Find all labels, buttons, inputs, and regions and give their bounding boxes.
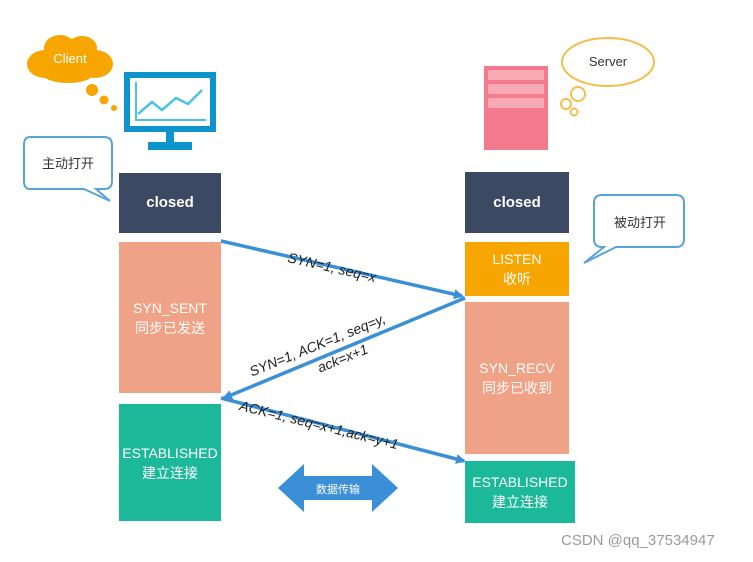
data-transfer-arrow-icon bbox=[278, 464, 398, 512]
server-rack-icon bbox=[484, 66, 548, 150]
server-syn-recv-state: SYN_RECV 同步已收到 bbox=[465, 302, 569, 454]
client-label: Client bbox=[53, 51, 87, 66]
server-established-state: ESTABLISHED 建立连接 bbox=[465, 461, 575, 523]
client-established-label: ESTABLISHED bbox=[122, 444, 218, 461]
client-syn-sent-label: SYN_SENT bbox=[133, 299, 207, 316]
syn-arrow bbox=[220, 239, 464, 300]
server-listen-label: LISTEN bbox=[492, 251, 542, 267]
syn-ack-arrow bbox=[222, 296, 466, 400]
server-closed-state: closed bbox=[465, 172, 569, 233]
data-transfer-label: 数据传输 bbox=[316, 484, 360, 496]
client-callout: 主动打开 bbox=[41, 156, 94, 171]
client-established-state: ESTABLISHED 建立连接 bbox=[119, 404, 221, 521]
server-listen-sublabel: 收听 bbox=[503, 271, 531, 287]
client-closed-label: closed bbox=[146, 194, 194, 211]
client-monitor-icon bbox=[124, 72, 216, 150]
ack-arrow bbox=[220, 396, 466, 464]
server-syn-recv-sublabel: 同步已收到 bbox=[482, 380, 552, 396]
client-syn-sent-state: SYN_SENT 同步已发送 bbox=[119, 242, 221, 393]
server-label: Server bbox=[588, 54, 628, 69]
server-callout-bubble bbox=[583, 194, 685, 264]
client-established-sublabel: 建立连接 bbox=[142, 464, 198, 481]
server-established-label: ESTABLISHED bbox=[472, 474, 568, 490]
server-cloud-icon bbox=[560, 37, 655, 117]
server-callout: 被动打开 bbox=[613, 215, 666, 230]
client-callout-bubble bbox=[23, 136, 113, 202]
server-closed-label: closed bbox=[493, 193, 541, 211]
client-syn-sent-sublabel: 同步已发送 bbox=[135, 319, 205, 336]
server-syn-recv-label: SYN_RECV bbox=[479, 360, 555, 376]
client-closed-state: closed bbox=[119, 173, 221, 233]
server-established-sublabel: 建立连接 bbox=[492, 494, 548, 510]
server-listen-state: LISTEN 收听 bbox=[465, 242, 569, 296]
watermark: CSDN @qq_37534947 bbox=[561, 532, 715, 549]
client-cloud-icon bbox=[27, 35, 117, 111]
